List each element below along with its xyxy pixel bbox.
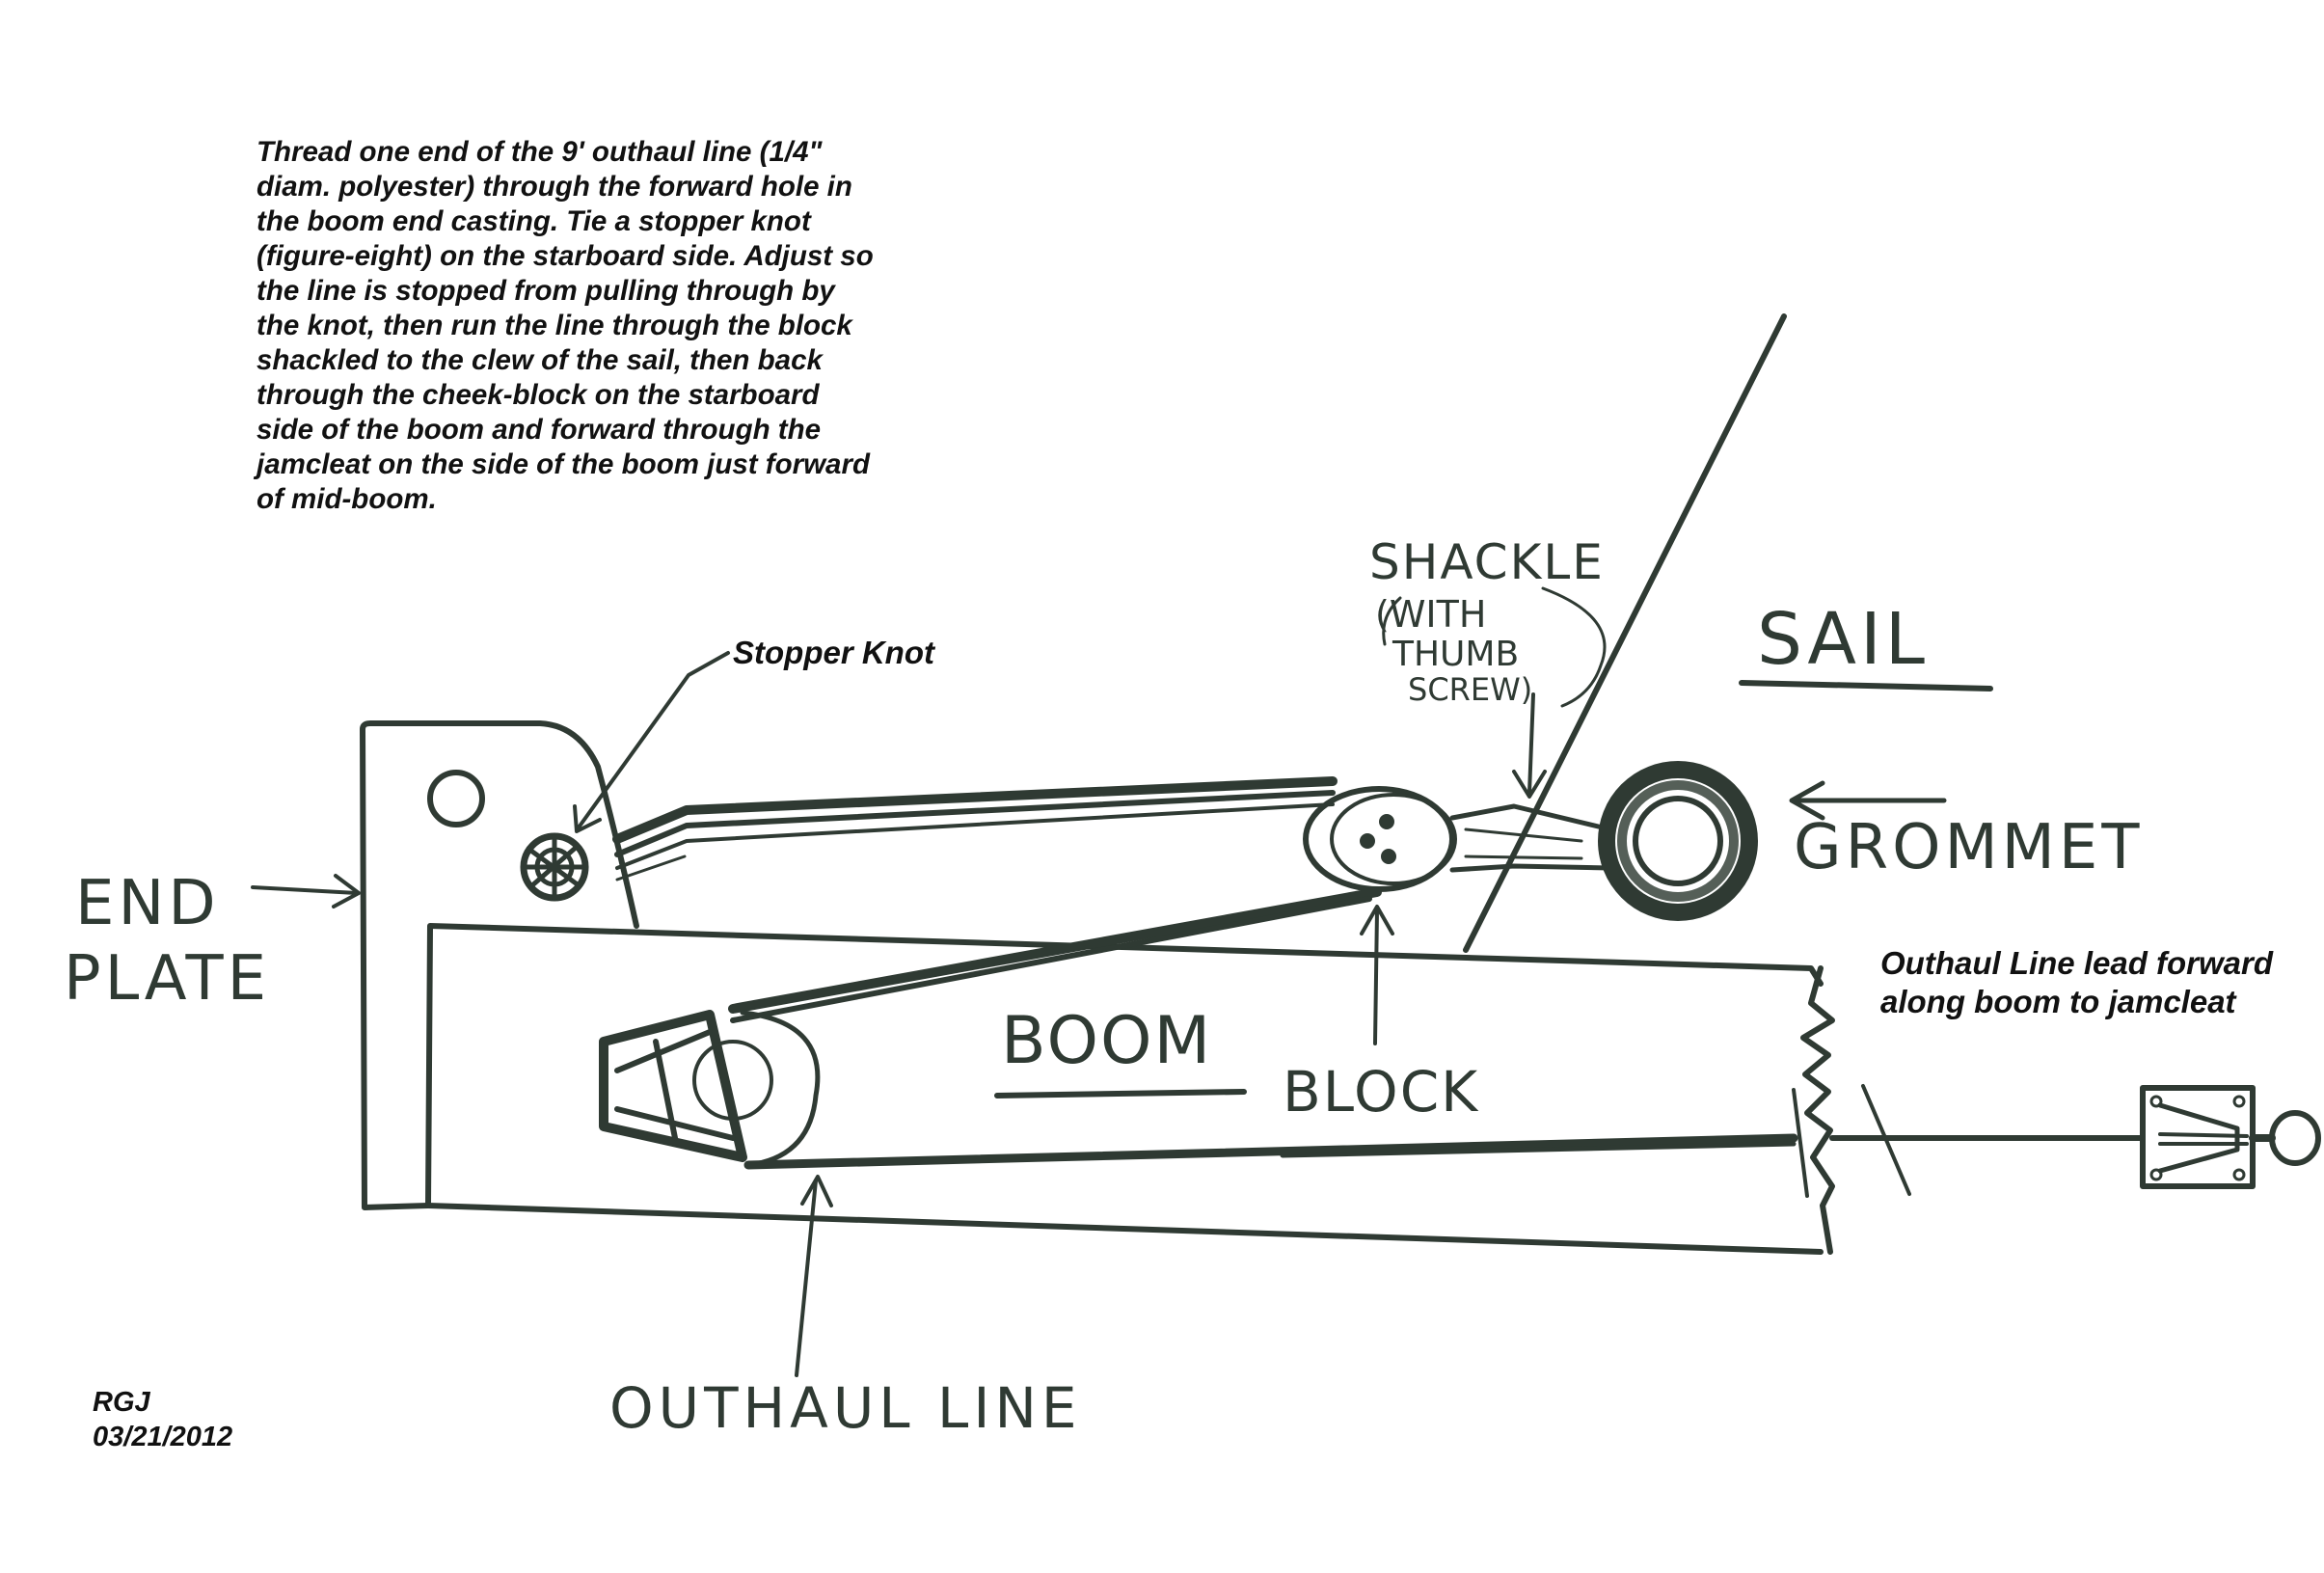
- block-label: BLOCK: [1283, 1059, 1479, 1125]
- grommet-arrowhead: [1789, 780, 1825, 821]
- break-mark-icon: [1800, 965, 1835, 1255]
- stopper-knot-arrowhead: [573, 804, 602, 833]
- shackle-note-1: (WITH: [1375, 593, 1486, 636]
- end-plate-arrow: [251, 885, 359, 895]
- end-plate-label-2: PLATE: [64, 943, 270, 1015]
- end-plate-arrowhead: [332, 874, 361, 909]
- outhaul-lead-label-1: Outhaul Line lead forward: [1880, 945, 2274, 981]
- shackle-bracket: [1541, 586, 1607, 708]
- sail-edge: [1463, 313, 1787, 953]
- instructions-text: Thread one end of the 9' outhaul line (1…: [257, 136, 874, 515]
- outhaul-line-upper: [612, 776, 1338, 881]
- end-plate: [360, 720, 639, 1210]
- block-sheave-icon: [1303, 786, 1457, 892]
- boom-underline: [994, 1089, 1247, 1098]
- outhaul-line-diagonal: [728, 887, 1382, 1023]
- signature-initials: RGJ: [93, 1387, 150, 1418]
- sail-underline: [1739, 680, 1993, 692]
- stopper-knot-label: Stopper Knot: [733, 635, 936, 670]
- outhaul-line-label: OUTHAUL LINE: [609, 1375, 1081, 1441]
- boom-bottom: [425, 1203, 1824, 1255]
- outhaul-line-arrowhead: [800, 1175, 833, 1207]
- end-plate-hole: [427, 770, 485, 827]
- shackle-arrowhead: [1512, 770, 1547, 799]
- boom-label: BOOM: [1001, 1003, 1212, 1079]
- signature-date: 03/21/2012: [93, 1422, 233, 1452]
- outhaul-lead-label-2: along boom to jamcleat: [1880, 984, 2238, 1019]
- signature: RGJ 03/21/2012: [93, 1385, 232, 1454]
- jamcleat-icon: [2140, 1085, 2321, 1189]
- shackle-label: SHACKLE: [1369, 534, 1605, 590]
- shackle-bracket-left: [1382, 596, 1402, 646]
- outhaul-line-arrow: [795, 1179, 818, 1377]
- outhaul-line-lower: [743, 1084, 2144, 1198]
- shackle-arrow: [1527, 692, 1535, 795]
- sail-label: SAIL: [1757, 598, 1929, 681]
- grommet-label: GROMMET: [1794, 812, 2143, 883]
- shackle-note-3: SCREW): [1408, 671, 1532, 708]
- block-arrow: [1373, 909, 1379, 1045]
- grommet-icon: [1598, 761, 1758, 921]
- shackle-note-2: THUMB: [1392, 635, 1519, 674]
- stopper-knot-icon: [520, 832, 589, 902]
- cheek-block-icon: [599, 1010, 821, 1168]
- block-arrowhead: [1360, 905, 1394, 936]
- stopper-knot-leader: [577, 651, 730, 829]
- end-plate-label-1: END: [75, 868, 220, 939]
